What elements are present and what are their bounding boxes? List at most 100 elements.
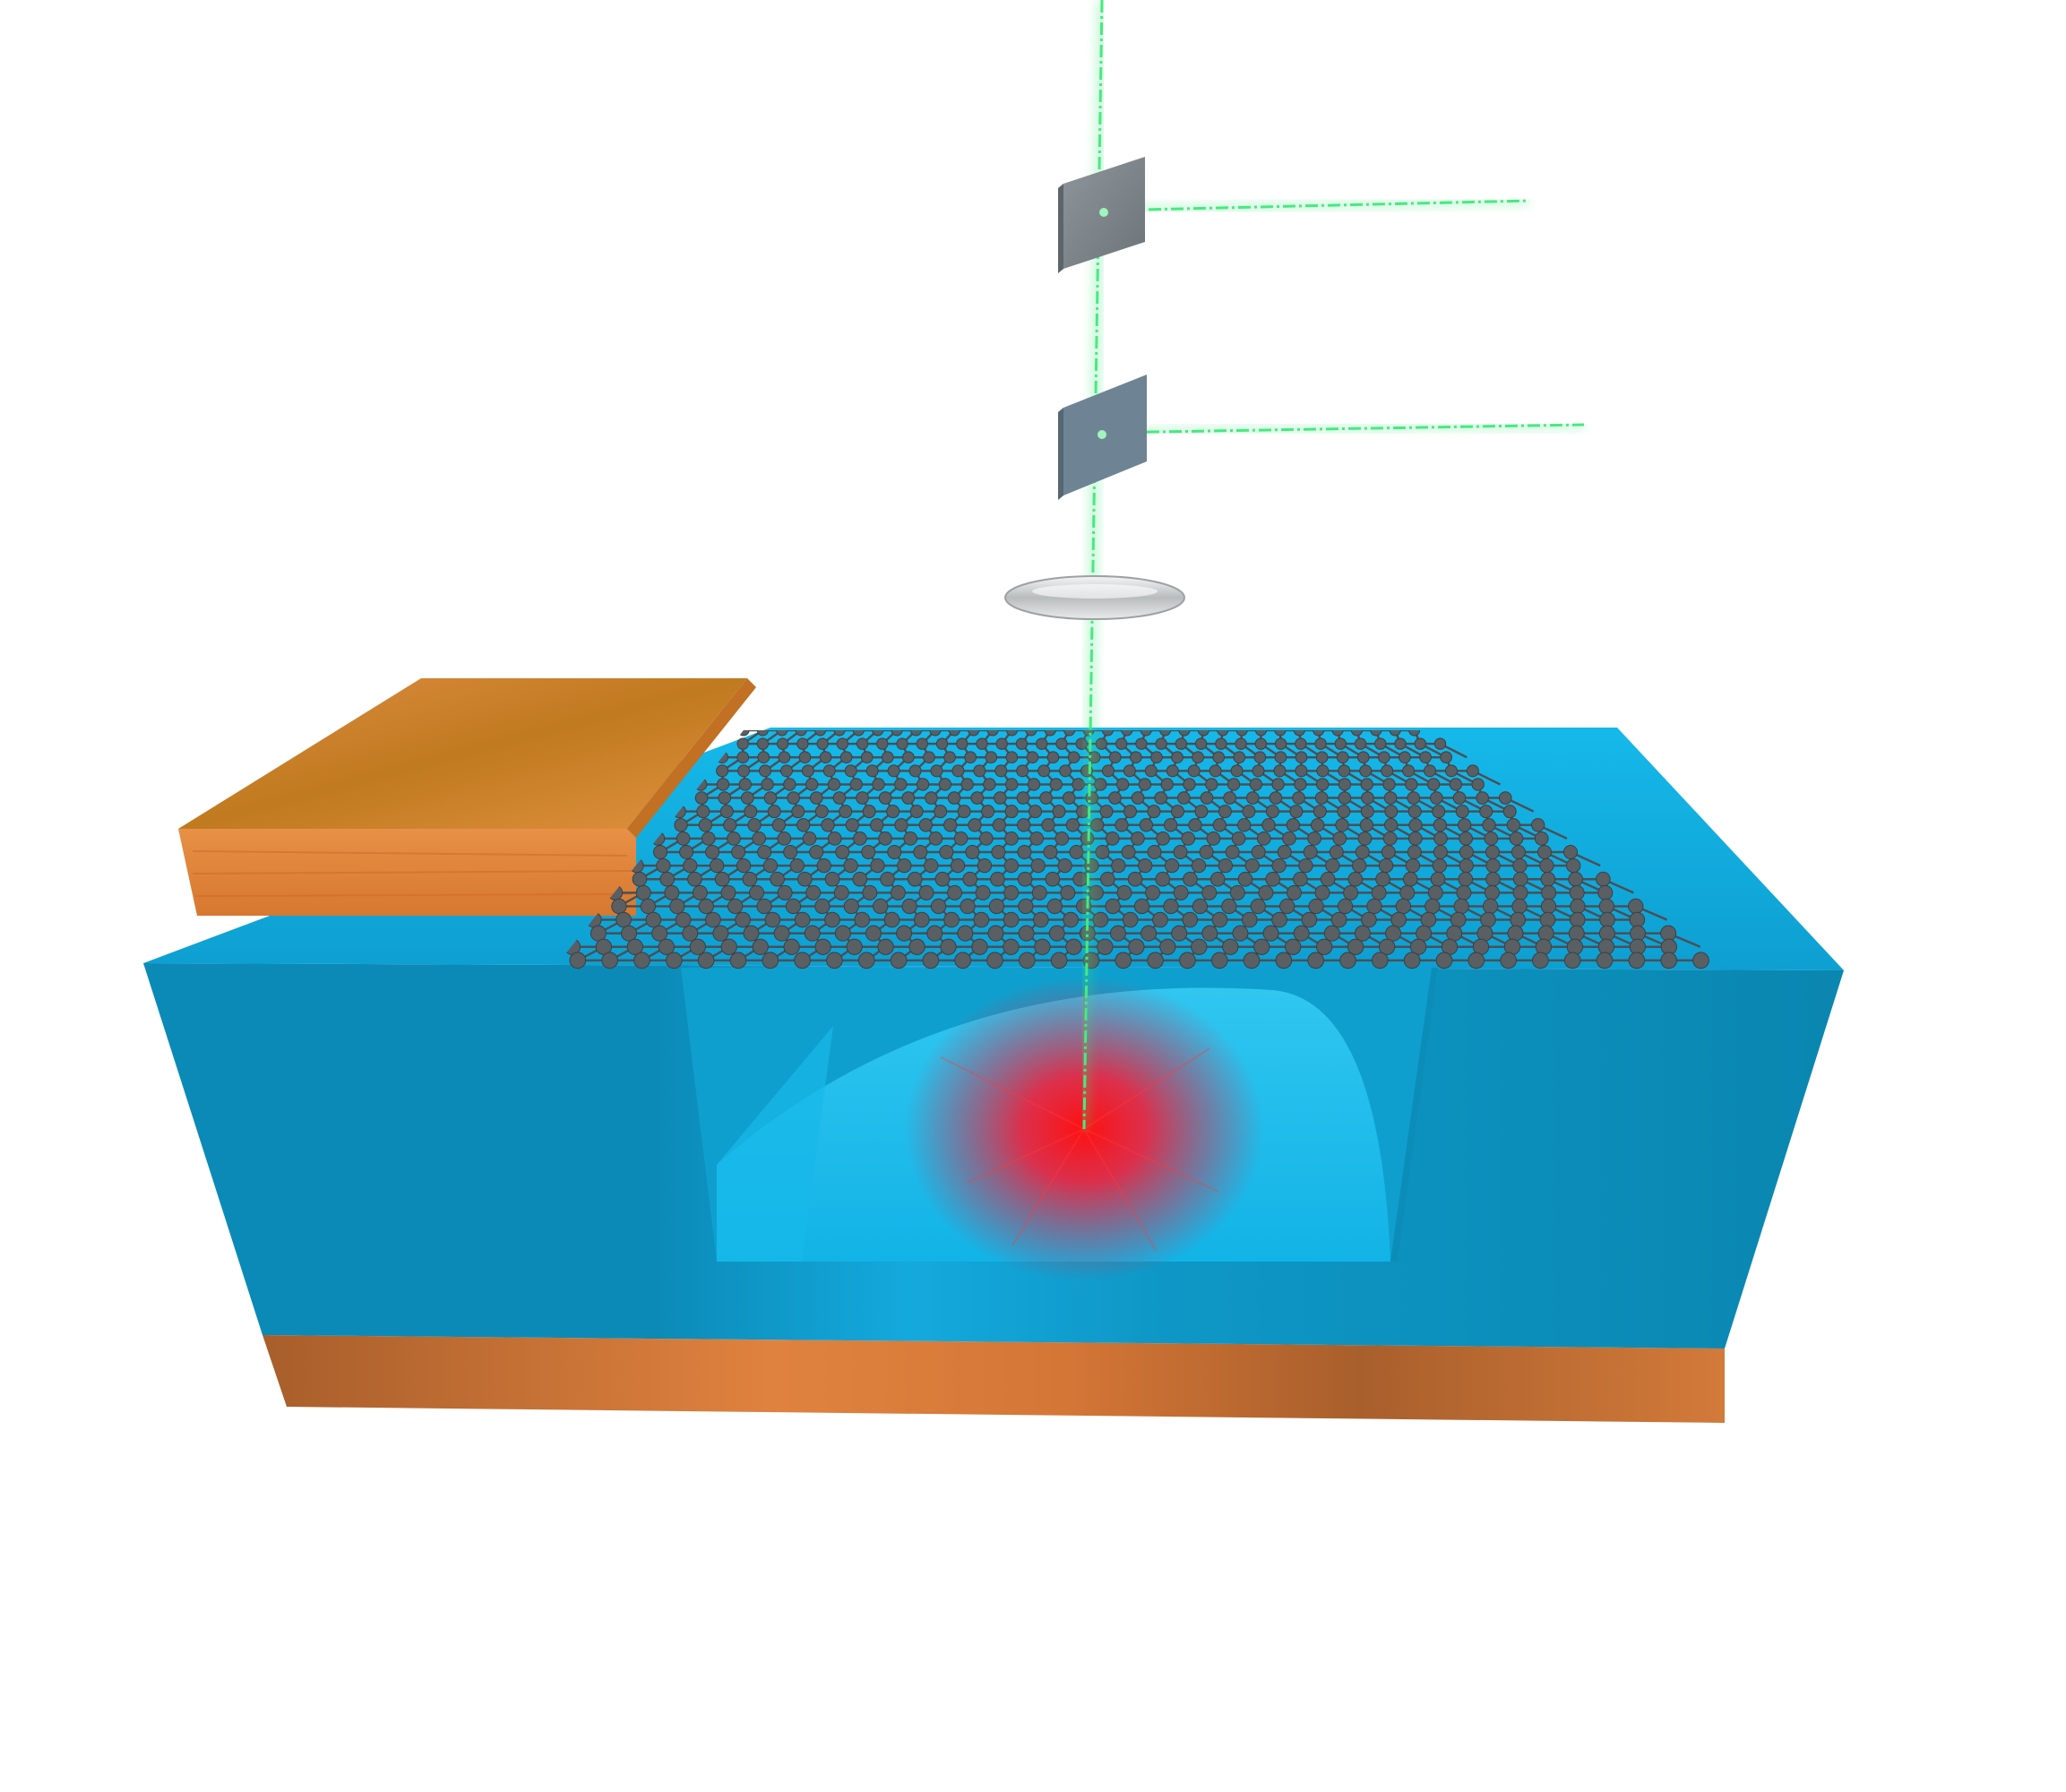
- carbon-atom: [1383, 818, 1399, 832]
- carbon-atom: [1402, 871, 1418, 887]
- carbon-atom: [723, 818, 737, 832]
- carbon-atom: [1407, 845, 1422, 859]
- carbon-atom: [993, 791, 1007, 805]
- carbon-atom: [1274, 737, 1287, 750]
- carbon-atom: [796, 737, 809, 750]
- carbon-atom: [645, 911, 662, 928]
- carbon-atom: [705, 845, 720, 859]
- carbon-atom: [783, 938, 800, 955]
- carbon-atom: [991, 845, 1006, 859]
- carbon-atom: [1502, 805, 1517, 819]
- carbon-atom: [1138, 857, 1153, 874]
- top-contact-pad: [178, 678, 756, 916]
- carbon-atom: [1212, 751, 1226, 764]
- carbon-atom: [1476, 791, 1489, 805]
- focusing-lens: [1004, 575, 1185, 620]
- carbon-atom: [1135, 737, 1148, 750]
- carbon-atom: [1459, 845, 1474, 859]
- carbon-atom: [1427, 884, 1443, 900]
- carbon-atom: [736, 751, 750, 764]
- carbon-atom: [1016, 791, 1030, 805]
- carbon-atom: [1435, 952, 1453, 969]
- carbon-atom: [1430, 871, 1446, 887]
- carbon-atom: [1105, 831, 1120, 846]
- carbon-atom: [1568, 925, 1585, 942]
- carbon-atom: [719, 805, 734, 819]
- carbon-atom: [1046, 751, 1060, 764]
- carbon-atom: [844, 764, 857, 778]
- carbon-atom: [1455, 805, 1469, 819]
- carbon-atom: [1444, 764, 1458, 778]
- carbon-atom: [1147, 845, 1162, 859]
- carbon-atom: [665, 952, 683, 969]
- carbon-atom: [1599, 911, 1615, 928]
- carbon-atom: [1063, 730, 1076, 737]
- carbon-atom: [1122, 911, 1139, 928]
- carbon-atom: [1314, 791, 1329, 805]
- carbon-atom: [1562, 845, 1578, 859]
- carbon-atom: [1476, 925, 1494, 942]
- carbon-atom: [1005, 730, 1018, 737]
- carbon-atom: [943, 751, 956, 764]
- carbon-atom: [1217, 730, 1229, 737]
- carbon-atom: [762, 857, 779, 874]
- carbon-atom: [903, 831, 918, 846]
- carbon-atom: [880, 871, 895, 887]
- carbon-atom: [1335, 818, 1349, 832]
- carbon-atom: [916, 737, 928, 750]
- carbon-atom: [1111, 857, 1126, 874]
- carbon-atom: [1628, 898, 1644, 915]
- carbon-atom: [986, 952, 1003, 969]
- carbon-atom: [1382, 778, 1396, 791]
- carbon-atom: [1402, 764, 1416, 778]
- carbon-atom: [854, 911, 871, 928]
- carbon-atom: [1314, 737, 1327, 750]
- carbon-atom: [1166, 764, 1179, 778]
- carbon-atom: [978, 831, 994, 846]
- carbon-atom: [658, 938, 675, 955]
- carbon-atom: [1479, 805, 1494, 819]
- carbon-atom: [878, 831, 892, 846]
- carbon-atom: [827, 831, 842, 846]
- carbon-atom: [916, 778, 930, 791]
- carbon-atom: [1423, 764, 1436, 778]
- carbon-atom: [1173, 845, 1188, 859]
- carbon-atom: [1485, 857, 1501, 874]
- carbon-atom: [1433, 845, 1448, 859]
- carbon-atom: [957, 925, 974, 942]
- carbon-atom: [1347, 938, 1364, 955]
- carbon-atom: [743, 925, 760, 942]
- carbon-atom: [741, 791, 754, 805]
- carbon-atom: [1099, 871, 1115, 887]
- carbon-atom: [896, 737, 908, 750]
- carbon-atom: [675, 911, 692, 928]
- carbon-atom: [1034, 938, 1051, 955]
- carbon-atom: [1381, 845, 1396, 859]
- carbon-atom: [918, 884, 934, 900]
- carbon-atom: [1115, 818, 1129, 832]
- carbon-atom: [1325, 857, 1340, 874]
- carbon-atom: [742, 871, 758, 887]
- bottom-electrode-layer: [263, 1335, 1725, 1423]
- carbon-atom: [1115, 737, 1128, 750]
- carbon-atom: [908, 938, 925, 955]
- carbon-atom: [1170, 805, 1184, 819]
- carbon-atom: [856, 737, 869, 750]
- carbon-atom: [694, 791, 709, 805]
- carbon-atom: [1095, 737, 1108, 750]
- carbon-atom: [1430, 791, 1443, 805]
- carbon-atom: [1278, 898, 1296, 915]
- carbon-atom: [1245, 791, 1260, 805]
- carbon-atom: [852, 730, 865, 737]
- carbon-atom: [934, 871, 951, 887]
- carbon-atom: [736, 857, 752, 874]
- carbon-atom: [1568, 871, 1583, 887]
- carbon-atom: [796, 818, 811, 832]
- carbon-atom: [1026, 751, 1039, 764]
- carbon-atom: [1446, 925, 1463, 942]
- carbon-atom: [976, 737, 988, 750]
- carbon-atom: [1271, 911, 1287, 928]
- carbon-atom: [1101, 730, 1114, 737]
- carbon-atom: [1128, 938, 1145, 955]
- carbon-atom: [1205, 778, 1218, 791]
